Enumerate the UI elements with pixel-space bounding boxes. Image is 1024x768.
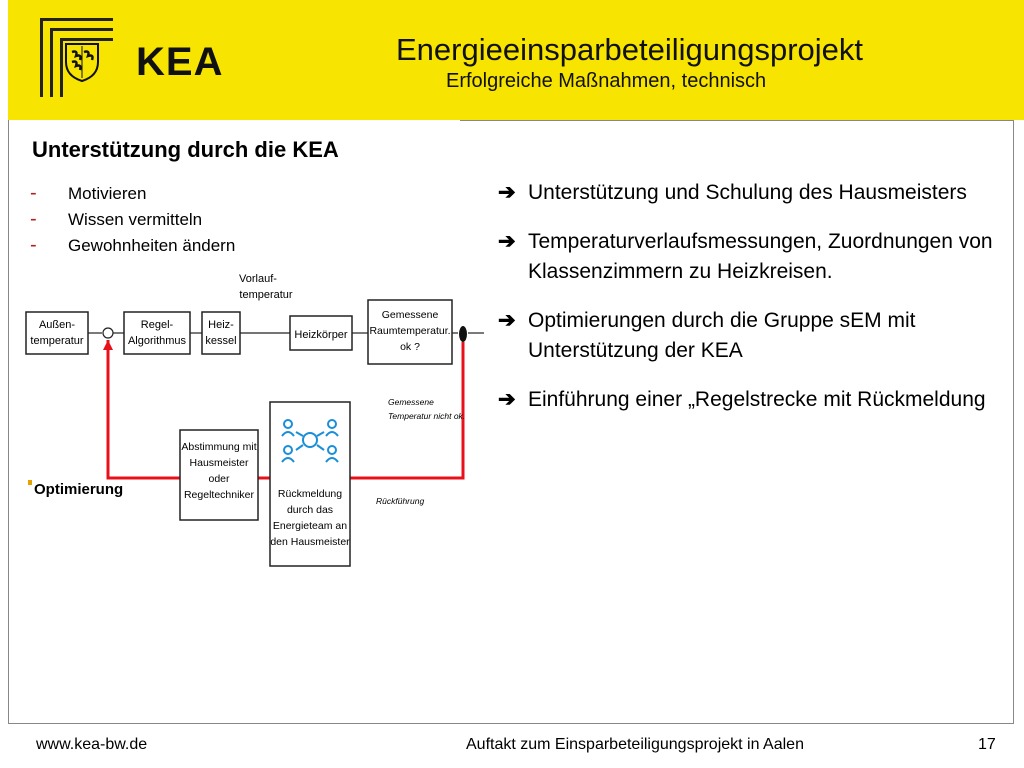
label-nicht-ok-line1: Gemessene	[388, 397, 434, 407]
feedback-arrow-head	[103, 340, 113, 350]
top-row-arrows	[88, 327, 484, 339]
dash-marker: -	[30, 182, 37, 204]
box-gemessene-temperatur	[367, 299, 453, 365]
box-gemessen-line2: Raumtemperatur.	[369, 325, 450, 337]
right-item: ➔ Optimierungen durch die Gruppe sEM mit …	[498, 306, 1008, 366]
kea-logo: KEA	[40, 18, 224, 97]
right-bullet-list: ➔ Unterstützung und Schulung des Hausmeis…	[498, 178, 1008, 434]
right-item-text: Einführung einer „Regelstrecke mit Rückm…	[528, 388, 986, 411]
arrow-icon: ➔	[498, 388, 516, 411]
box-abstimmung-line2: Hausmeister	[190, 457, 249, 469]
right-item: ➔ Temperaturverlaufsmessungen, Zuordnunge…	[498, 227, 1008, 287]
logo-frame-inner	[60, 38, 113, 97]
dash-marker: -	[30, 208, 37, 230]
section-heading: Unterstützung durch die KEA	[32, 137, 339, 162]
bullet-item: - Gewohnheiten ändern	[30, 232, 235, 258]
team-icon	[281, 419, 339, 463]
box-aussen-line2: temperatur	[30, 335, 84, 347]
bullet-text: Wissen vermitteln	[68, 210, 203, 229]
box-heiz-line2: kessel	[205, 335, 236, 347]
content-divider	[460, 120, 1014, 121]
footer-title: Auftakt zum Einsparbeteiligungsprojekt i…	[466, 736, 804, 753]
footer-url[interactable]: www.kea-bw.de	[36, 736, 148, 753]
box-heizkoerper-label: Heizkörper	[294, 329, 348, 341]
box-aussen-line1: Außen-	[39, 319, 75, 331]
box-rueck-line4: den Hausmeister	[270, 536, 350, 548]
box-rueck-line1: Rückmeldung	[278, 488, 342, 500]
label-vorlauf-line1: Vorlauf-	[239, 273, 277, 285]
bullet-item: - Wissen vermitteln	[30, 206, 235, 232]
label-vorlauf-line2: temperatur	[239, 289, 293, 301]
header-bar	[8, 0, 1024, 120]
box-gemessen-line3: ok ?	[400, 341, 420, 353]
bullet-text: Motivieren	[68, 184, 147, 203]
logo-frame-middle	[50, 28, 113, 97]
box-abstimmung-line4: Regeltechniker	[184, 489, 255, 501]
box-heizkoerper	[289, 315, 353, 351]
box-heiz-line1: Heiz-	[208, 319, 234, 331]
box-rueck-line3: Energieteam an	[273, 520, 347, 532]
control-loop-diagram: Außen- temperatur Regel- Algorithmus Hei…	[25, 273, 484, 567]
label-optimierung: Optimierung	[34, 481, 123, 498]
logo-text: KEA	[136, 40, 224, 84]
right-item-text: Unterstützung und Schulung des Hausmeist…	[528, 181, 967, 204]
logo-frame-outer	[40, 18, 113, 97]
page-number: 17	[978, 736, 996, 753]
right-item-text: Optimierungen durch die Gruppe sEM mit U…	[528, 309, 916, 362]
bullet-text: Gewohnheiten ändern	[68, 236, 236, 255]
box-rueck-line2: durch das	[287, 504, 333, 516]
box-gemessen-line1: Gemessene	[382, 309, 439, 321]
page-title: Energieeinsparbeteiligungsprojekt	[396, 32, 864, 67]
right-item: ➔ Unterstützung und Schulung des Hausmeis…	[498, 178, 1008, 208]
dash-marker: -	[30, 234, 37, 256]
optimierung-marker	[28, 480, 32, 485]
label-rueckfuehrung: Rückführung	[376, 496, 424, 506]
box-regel-line1: Regel-	[141, 319, 174, 331]
right-item-text: Temperaturverlaufsmessungen, Zuordnungen…	[528, 230, 993, 283]
arrow-icon: ➔	[498, 181, 516, 204]
arrow-icon: ➔	[498, 230, 516, 253]
page-subtitle: Erfolgreiche Maßnahmen, technisch	[446, 70, 767, 92]
box-abstimmung-line3: oder	[208, 473, 230, 485]
bullet-item: - Motivieren	[30, 180, 235, 206]
crest-icon	[65, 43, 99, 82]
box-regel-line2: Algorithmus	[128, 335, 187, 347]
right-item: ➔ Einführung einer „Regelstrecke mit Rück…	[498, 385, 1008, 415]
box-abstimmung-line1: Abstimmung mit	[181, 441, 256, 453]
sensor-point	[459, 326, 467, 342]
box-abstimmung	[179, 429, 259, 521]
content-frame	[8, 120, 1014, 724]
arrow-icon: ➔	[498, 309, 516, 332]
box-rueckmeldung	[269, 401, 351, 567]
bullet-list: - Motivieren - Wissen vermitteln - Gewohnhe…	[30, 180, 235, 258]
box-aussen-temperatur	[25, 311, 89, 355]
label-nicht-ok-line2: Temperatur nicht ok.	[388, 411, 465, 421]
